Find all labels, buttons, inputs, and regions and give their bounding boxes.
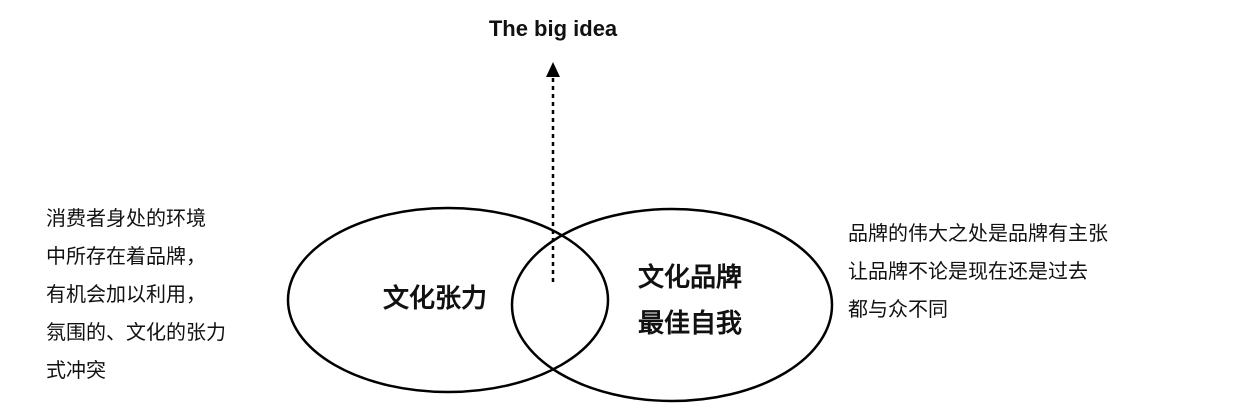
left-note-line: 氛围的、文化的张力 [46,322,226,344]
right-note-line: 让品牌不论是现在还是过去 [848,261,1088,283]
right-circle-line: 最佳自我 [637,308,742,338]
right-note-line: 品牌的伟大之处是品牌有主张 [848,223,1108,245]
left-note-line: 消费者身处的环境 [46,208,206,230]
left-note-line: 式冲突 [46,360,106,382]
left-ellipse [286,206,610,394]
arrow-head [546,62,560,77]
right-note: 品牌的伟大之处是品牌有主张 让品牌不论是现在还是过去 都与众不同 [848,215,1108,329]
right-ellipse [510,207,834,403]
right-note-line: 都与众不同 [848,299,948,321]
right-circle-line: 文化品牌 [637,262,742,292]
left-note-line: 中所存在着品牌， [46,246,206,268]
big-idea-title: The big idea [488,16,618,41]
left-circle-label: 文化张力 [382,283,487,313]
left-note: 消费者身处的环境 中所存在着品牌， 有机会加以利用， 氛围的、文化的张力 式冲突 [46,200,226,390]
right-circle-label: 文化品牌 最佳自我 [610,254,770,346]
left-note-line: 有机会加以利用， [46,284,206,306]
